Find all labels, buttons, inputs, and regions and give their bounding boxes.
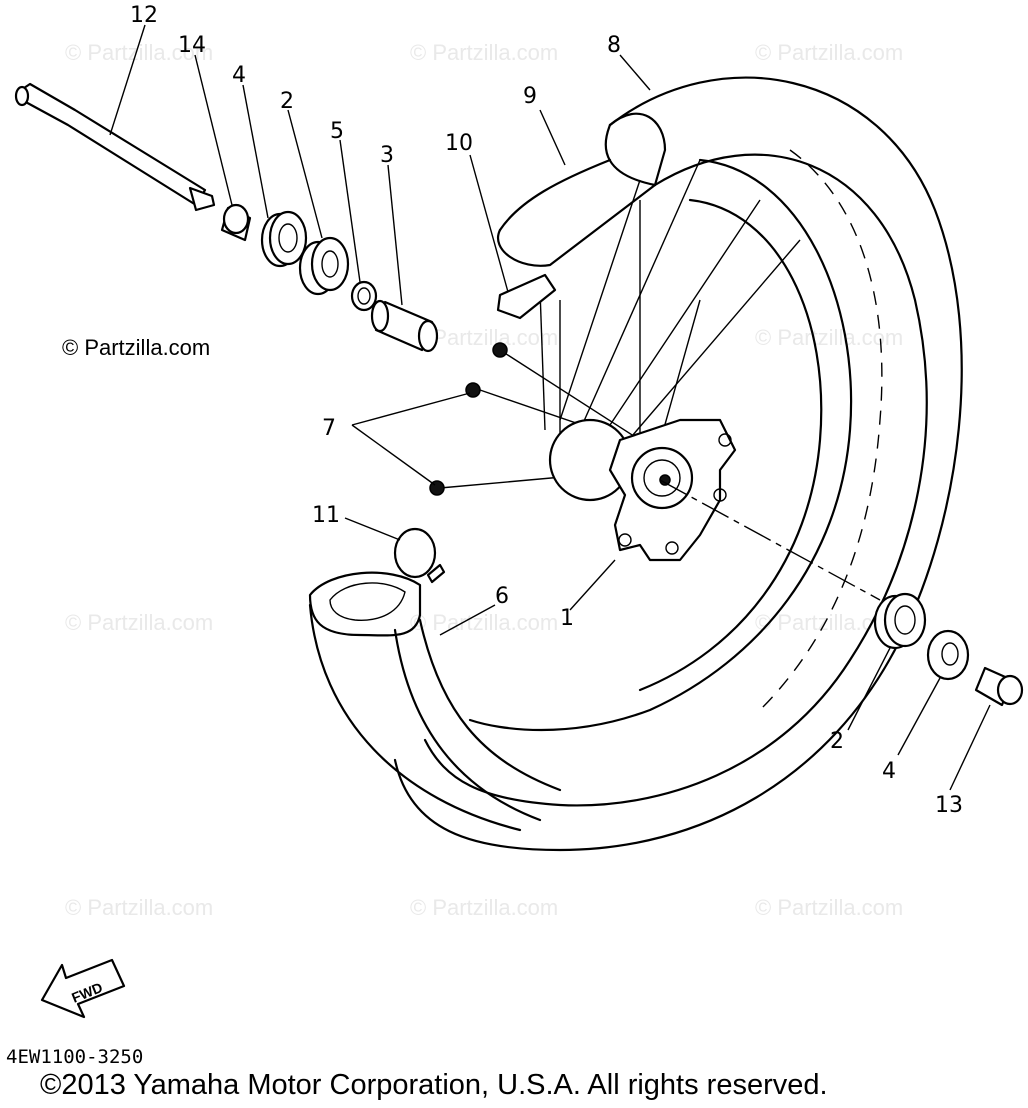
watermark: © Partzilla.com [410, 610, 558, 635]
fwd-arrow: FWD [40, 958, 126, 1019]
callout-10: 10 [445, 131, 473, 156]
callout-12: 12 [130, 3, 158, 28]
callout-11: 11 [312, 503, 340, 528]
watermark: © Partzilla.com [410, 40, 558, 65]
rim-band [496, 273, 557, 320]
callout-4: 4 [232, 63, 246, 88]
axle [14, 82, 216, 212]
oil-seal-left [260, 210, 308, 268]
watermark: © Partzilla.com [65, 895, 213, 920]
bearing-right [873, 592, 927, 650]
callout-9: 9 [523, 84, 537, 109]
diagram-code: 4EW1100-3250 [6, 1046, 143, 1068]
callout-5: 5 [330, 119, 344, 144]
inner-tube [308, 571, 562, 832]
watermark: © Partzilla.com [755, 325, 903, 350]
callout-13: 13 [935, 793, 963, 818]
callout-8: 8 [607, 33, 621, 58]
watermark-layer: © Partzilla.com © Partzilla.com © Partzi… [62, 40, 903, 920]
bearing-left [298, 236, 350, 296]
spokes [429, 159, 801, 496]
collar-14 [220, 203, 252, 242]
watermark: © Partzilla.com [65, 610, 213, 635]
watermark: © Partzilla.com [755, 895, 903, 920]
watermark: © Partzilla.com [410, 895, 558, 920]
callouts: 12 14 4 2 5 3 10 9 8 7 11 6 1 2 4 13 [130, 3, 963, 818]
callout-3: 3 [380, 143, 394, 168]
spacer [370, 299, 439, 353]
watermark-visible: © Partzilla.com [62, 335, 210, 360]
leader-lines [109, 24, 991, 791]
callout-6: 6 [495, 584, 509, 609]
valve [393, 527, 446, 584]
callout-1: 1 [560, 606, 574, 631]
callout-4: 4 [882, 759, 896, 784]
callout-2: 2 [830, 729, 844, 754]
rim [468, 112, 853, 732]
circlip [350, 280, 378, 312]
copyright-notice: ©2013 Yamaha Motor Corporation, U.S.A. A… [40, 1069, 828, 1101]
callout-7: 7 [322, 416, 336, 441]
collar-13 [974, 666, 1024, 707]
hub [548, 418, 737, 562]
callout-2: 2 [280, 89, 294, 114]
callout-14: 14 [178, 33, 206, 58]
watermark: © Partzilla.com [755, 40, 903, 65]
oil-seal-right [926, 629, 970, 681]
